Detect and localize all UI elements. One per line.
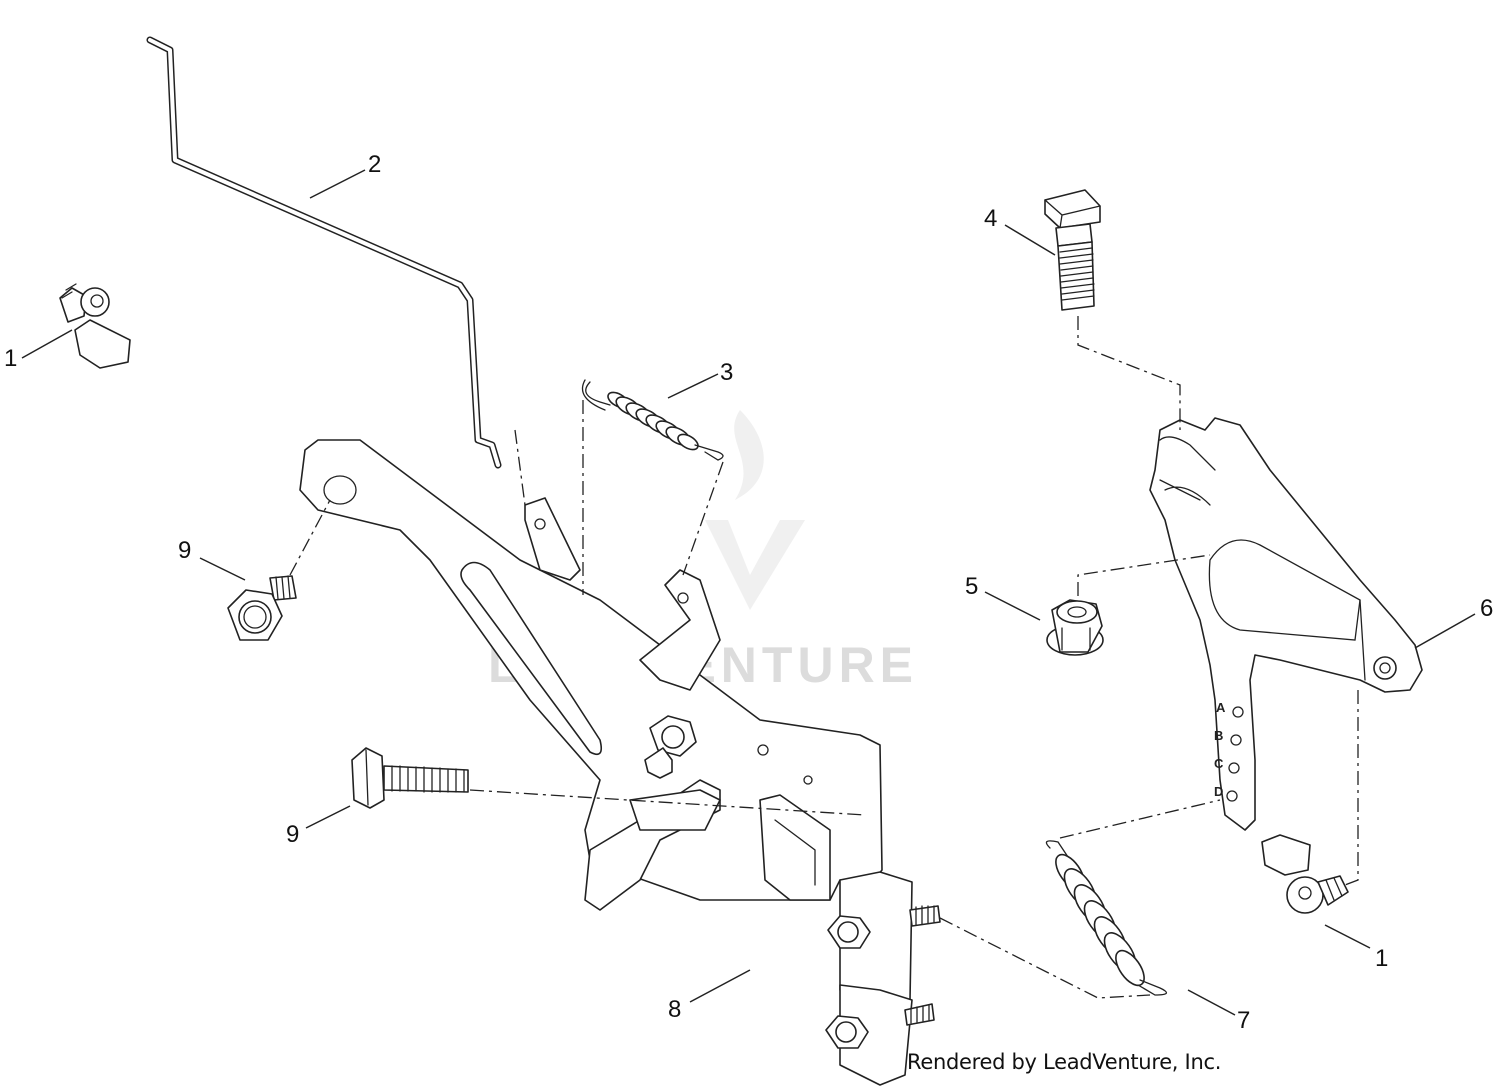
leader-lines xyxy=(21,169,1476,1016)
upper-spring xyxy=(581,379,724,461)
hole-letter-b: B xyxy=(1214,728,1223,743)
callout-4: 4 xyxy=(984,205,997,232)
control-bracket xyxy=(299,439,941,1086)
hole-letter-d: D xyxy=(1214,784,1223,799)
bolt-upper xyxy=(227,575,297,641)
callout-2: 2 xyxy=(368,151,381,178)
callout-1-left: 1 xyxy=(4,345,17,372)
assembly-lines xyxy=(289,316,1359,999)
clip-left xyxy=(59,283,131,369)
callout-1-right: 1 xyxy=(1375,945,1388,972)
render-credit: Rendered by LeadVenture, Inc. xyxy=(907,1050,1222,1074)
lower-spring xyxy=(1045,840,1167,996)
callout-5: 5 xyxy=(965,573,978,600)
callout-7: 7 xyxy=(1237,1007,1250,1034)
governor-rod xyxy=(146,36,502,469)
callout-9-lower: 9 xyxy=(286,821,299,848)
hole-letter-a: A xyxy=(1216,700,1226,715)
flange-nut xyxy=(1046,599,1104,656)
governor-arm-plate: A B C D xyxy=(1149,417,1423,831)
callout-3: 3 xyxy=(720,359,733,386)
callout-8: 8 xyxy=(668,996,681,1023)
watermark-logo xyxy=(705,410,805,610)
t-bolt xyxy=(1044,189,1101,311)
bolt-lower xyxy=(351,747,469,809)
callout-6: 6 xyxy=(1480,595,1493,622)
callout-9-upper: 9 xyxy=(178,537,191,564)
clip-right xyxy=(1261,834,1349,914)
hole-letter-c: C xyxy=(1214,756,1224,771)
